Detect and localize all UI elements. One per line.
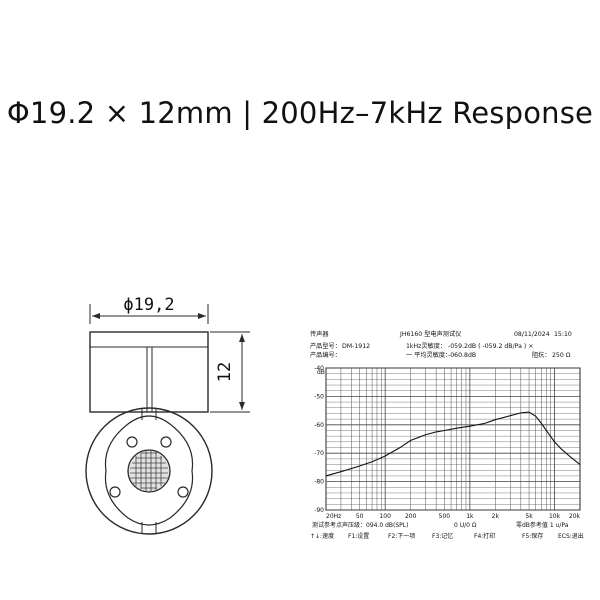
x-tick-label: 200 xyxy=(405,513,417,520)
model-label: 产品型号： xyxy=(310,342,341,350)
plot-frame xyxy=(325,367,581,511)
function-key-label: ↑↓:速度 xyxy=(310,532,334,540)
y-tick-label: -60 xyxy=(314,422,324,429)
function-keys: ↑↓:速度 F1:设置 F2:下一项 F3:记忆 F4:打印 F5:保存 ECS:退出 xyxy=(310,532,584,540)
y-tick-label: -40 xyxy=(314,365,324,372)
chart-svg: 传声器 JH6160 型电声测试仪 08/11/2024 15:10 产品型号：… xyxy=(310,330,584,540)
y-unit-label: dB xyxy=(317,369,325,376)
function-key-label: ECS:退出 xyxy=(558,532,584,540)
chart-series xyxy=(325,411,581,477)
center-pad xyxy=(127,449,171,493)
x-tick-label: 2k xyxy=(492,513,500,520)
sensitivity-value: -059.2dB ( -059.2 dB/Pa ) × xyxy=(448,343,533,350)
arrow-right-icon xyxy=(198,313,206,319)
uo-value: 0 U/0 Ω xyxy=(454,522,477,529)
x-tick-label: 5k xyxy=(525,513,533,520)
arrow-left-icon xyxy=(92,313,100,319)
zero-db-ref: 零dB参考值 1 u/Pa xyxy=(516,521,569,529)
x-tick-label: 1k xyxy=(466,513,474,520)
chart-grid xyxy=(325,367,581,511)
hole-2 xyxy=(160,436,172,448)
y-tick-label: -90 xyxy=(314,507,324,514)
function-key-label: F5:保存 xyxy=(522,532,543,540)
impedance-label: 阻抗： xyxy=(532,351,551,359)
function-key-label: F3:记忆 xyxy=(432,532,453,540)
header-time: 15:10 xyxy=(554,331,572,338)
model-value: DM-1912 xyxy=(342,343,370,350)
height-label: 12 xyxy=(215,362,235,382)
y-ticks: -40 -50 -60 -70 -80 -90 xyxy=(314,365,324,514)
diameter-label: ϕ19,2 xyxy=(123,295,174,315)
frequency-response-chart: 传声器 JH6160 型电声测试仪 08/11/2024 15:10 产品型号：… xyxy=(308,328,588,546)
impedance-value: 250 Ω xyxy=(552,352,571,359)
pcb-outline xyxy=(104,415,194,526)
ref-level-value: 094.0 dB(SPL) xyxy=(366,522,408,529)
function-key-label: F4:打印 xyxy=(474,532,495,540)
function-key-label: F1:设置 xyxy=(348,532,369,540)
x-ticks: 20Hz 50 100 200 500 1k 2k 5k 10k 20k xyxy=(326,513,581,520)
header-date: 08/11/2024 xyxy=(514,331,550,338)
hole-4 xyxy=(177,486,189,498)
x-tick-label: 100 xyxy=(379,513,391,520)
header-center: JH6160 型电声测试仪 xyxy=(399,330,461,338)
side-view-body xyxy=(89,331,209,413)
avg-sensitivity-label: 一 平均灵敏度： xyxy=(406,351,451,359)
arrow-down-icon xyxy=(239,402,245,410)
function-key-label: F2:下一项 xyxy=(388,533,415,540)
arrow-up-icon xyxy=(239,334,245,342)
x-tick-label: 10k xyxy=(549,513,561,520)
avg-sensitivity-value: -060.8dB xyxy=(448,352,476,359)
y-tick-label: -50 xyxy=(314,393,324,400)
mechanical-drawing: ϕ19,2 12 xyxy=(70,280,300,550)
x-tick-label: 500 xyxy=(439,513,451,520)
hole-1 xyxy=(126,436,138,448)
chart-footer: 测试参考点声压级： 094.0 dB(SPL) 0 U/0 Ω 零dB参考值 1… xyxy=(312,521,569,529)
x-tick-label: 20k xyxy=(569,513,581,520)
ref-level-label: 测试参考点声压级： xyxy=(312,521,366,529)
hole-3 xyxy=(109,486,121,498)
pad-hatch xyxy=(130,451,168,491)
chart-header: 传声器 JH6160 型电声测试仪 08/11/2024 15:10 产品型号：… xyxy=(310,330,572,359)
header-left: 传声器 xyxy=(310,330,329,338)
x-tick-label: 20Hz xyxy=(326,513,341,520)
y-tick-label: -70 xyxy=(314,450,324,457)
drawing-svg: ϕ19,2 12 xyxy=(85,295,250,535)
sensitivity-label: 1kHz灵敏度： xyxy=(406,342,446,350)
headline: Φ19.2 × 12mm | 200Hz–7kHz Response xyxy=(6,96,594,130)
y-tick-label: -80 xyxy=(314,479,324,486)
x-tick-label: 50 xyxy=(356,513,364,520)
outer-ring xyxy=(85,407,213,535)
response-curve xyxy=(325,411,581,477)
bottom-view xyxy=(85,407,213,535)
product-no-label: 产品编号： xyxy=(310,351,341,359)
